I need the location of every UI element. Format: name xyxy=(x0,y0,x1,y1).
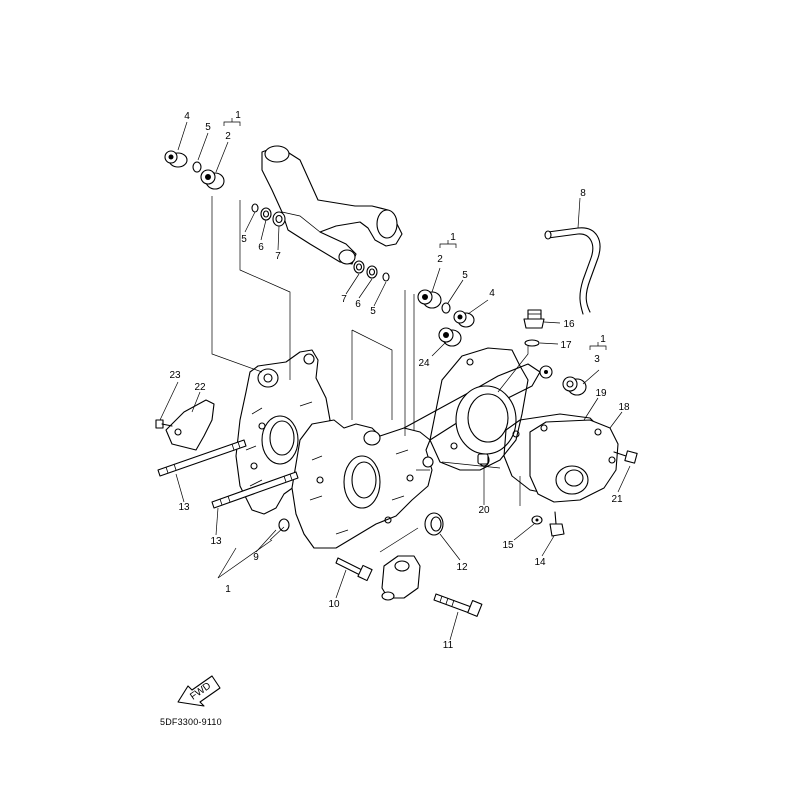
stud-bolt-13-lower xyxy=(211,471,299,509)
oil-seal-12 xyxy=(424,512,444,536)
callout-7-left: 7 xyxy=(275,251,281,262)
bolt-23 xyxy=(155,419,173,429)
callout-21: 21 xyxy=(611,494,623,505)
callout-bracket-middle xyxy=(439,240,457,248)
callout-13-upper: 13 xyxy=(178,502,190,513)
callout-18: 18 xyxy=(618,402,630,413)
callout-4-top: 4 xyxy=(184,111,190,122)
bolt-21 xyxy=(613,450,638,464)
bracket-plate-22 xyxy=(165,399,215,451)
o-ring-5-middle xyxy=(441,302,451,314)
bolt-11 xyxy=(433,593,483,617)
callout-4-middle: 4 xyxy=(489,288,495,299)
stud-bolt-13-upper xyxy=(157,439,247,477)
o-ring-17 xyxy=(524,339,540,347)
callout-14: 14 xyxy=(534,557,546,568)
callout-24: 24 xyxy=(418,358,430,369)
callout-bracket-right xyxy=(589,342,607,350)
callout-5-middle: 5 xyxy=(462,270,468,281)
callout-5-top: 5 xyxy=(205,122,211,133)
washer-set-right xyxy=(353,260,390,282)
crankcase-right-half xyxy=(291,419,434,549)
crankcase-frame-extension xyxy=(403,347,553,471)
dowel-pin-20 xyxy=(477,453,489,465)
dowel-pin-9 xyxy=(278,518,290,532)
bushing-3-right xyxy=(562,376,587,396)
callout-numbers: 1 4 5 2 5 6 7 7 6 5 1 2 5 4 24 8 16 17 1… xyxy=(169,110,630,651)
callout-22: 22 xyxy=(194,382,206,393)
assembly-leader-lines xyxy=(211,196,529,553)
crankcase-left-half xyxy=(235,349,331,515)
callout-2-top: 2 xyxy=(225,131,231,142)
callout-19: 19 xyxy=(595,388,607,399)
breather-hose xyxy=(544,227,601,315)
callout-8: 8 xyxy=(580,188,586,199)
callout-bracket-top xyxy=(223,118,241,126)
bushing-24 xyxy=(438,327,462,347)
drain-plug-16 xyxy=(523,309,545,329)
callout-9: 9 xyxy=(253,552,259,563)
callout-12: 12 xyxy=(456,562,468,573)
o-ring-5-top-left xyxy=(192,161,202,173)
callout-5-left: 5 xyxy=(241,234,247,245)
callout-3: 3 xyxy=(594,354,600,365)
callout-1-top: 1 xyxy=(235,110,241,121)
washer-15 xyxy=(531,515,543,525)
callout-1-right: 1 xyxy=(600,334,606,345)
callout-leaders xyxy=(159,121,631,641)
callout-17: 17 xyxy=(560,340,572,351)
callout-bracket-bottom xyxy=(217,539,273,579)
bushing-4-top-left xyxy=(164,150,188,168)
callout-5-right: 5 xyxy=(370,306,376,317)
bolt-14 xyxy=(549,511,565,537)
washer-set-left xyxy=(251,203,286,227)
crankcase-cover-18 xyxy=(529,419,619,503)
callout-6-right: 6 xyxy=(355,299,361,310)
bushing-2-top-left xyxy=(200,169,225,190)
callout-11: 11 xyxy=(443,640,454,651)
housing-assembly xyxy=(381,555,421,601)
callout-1-middle: 1 xyxy=(450,232,456,243)
callout-23: 23 xyxy=(169,370,181,381)
bolt-10 xyxy=(335,557,373,582)
drawing-code: 5DF3300-9110 xyxy=(160,717,222,727)
bushing-4-middle xyxy=(453,310,475,328)
callout-7-right: 7 xyxy=(341,294,347,305)
engine-hanger-bracket xyxy=(261,145,403,265)
callout-2-middle: 2 xyxy=(437,254,443,265)
callout-15: 15 xyxy=(502,540,514,551)
callout-16: 16 xyxy=(563,319,575,330)
callout-10: 10 xyxy=(328,599,340,610)
fwd-arrow-icon: FWD xyxy=(177,675,221,707)
callout-13-lower: 13 xyxy=(210,536,222,547)
bushing-2-middle xyxy=(417,289,442,309)
callout-1-bottom: 1 xyxy=(225,584,231,595)
callout-20: 20 xyxy=(478,505,490,516)
callout-6-left: 6 xyxy=(258,242,264,253)
